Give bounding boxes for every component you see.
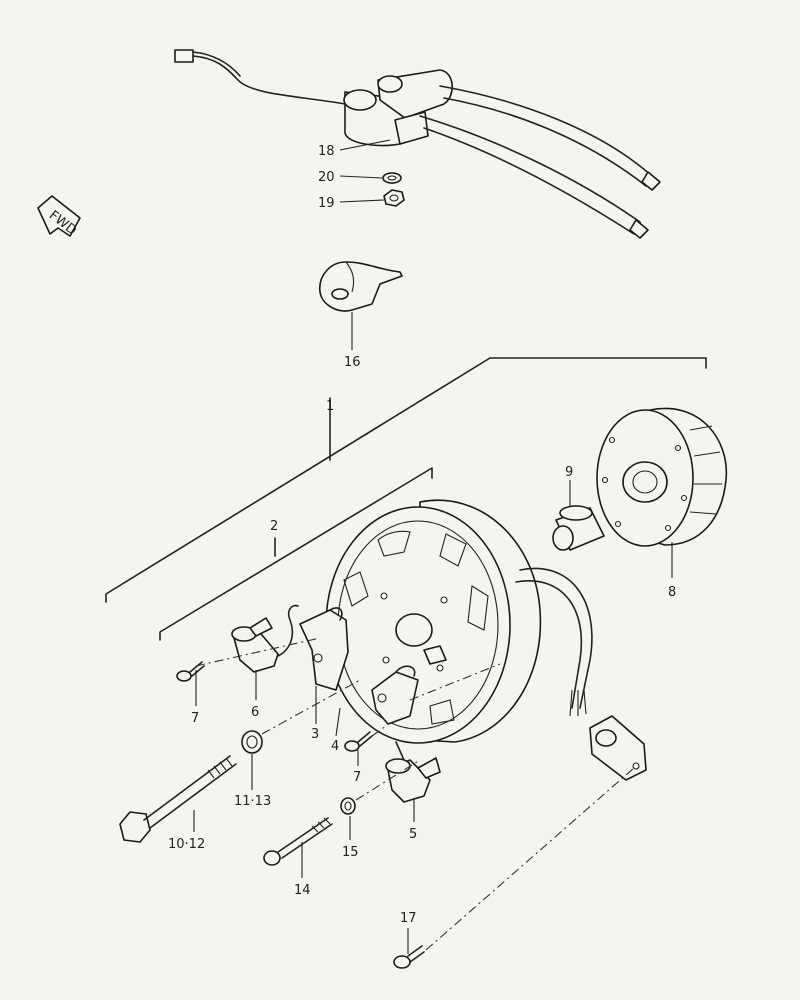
callout-2: 2 bbox=[270, 519, 278, 534]
callout-6: 6 bbox=[251, 705, 259, 720]
callout-7-right: 7 bbox=[353, 770, 361, 785]
screw-17 bbox=[393, 945, 425, 969]
rotor-8 bbox=[596, 407, 728, 547]
screw-14 bbox=[263, 817, 333, 866]
screw-7-left bbox=[176, 661, 205, 682]
condenser-5 bbox=[385, 741, 441, 803]
screw-7-right bbox=[344, 731, 373, 752]
bush-9 bbox=[552, 505, 605, 551]
leader-lines bbox=[193, 139, 673, 954]
callout-19: 19 bbox=[318, 196, 335, 211]
callout-7-left: 7 bbox=[191, 711, 199, 726]
fwd-arrow-icon: FWD bbox=[37, 195, 81, 238]
stator-plate bbox=[325, 499, 593, 744]
callout-20: 20 bbox=[318, 170, 335, 185]
clamp-16 bbox=[319, 261, 403, 312]
grommet bbox=[589, 715, 647, 781]
callout-5: 5 bbox=[409, 827, 417, 842]
contact-breaker-3 bbox=[299, 607, 349, 691]
contact-breaker-4 bbox=[371, 665, 419, 725]
nut-19 bbox=[383, 189, 405, 207]
callout-8: 8 bbox=[668, 585, 676, 600]
bolt-10-12 bbox=[119, 755, 237, 843]
callout-10-12: 10·12 bbox=[168, 837, 205, 852]
washer-15 bbox=[340, 797, 356, 815]
washer-11-13 bbox=[241, 730, 263, 754]
assembly-bracket-1 bbox=[105, 357, 707, 603]
callout-1: 1 bbox=[326, 399, 334, 414]
callout-17: 17 bbox=[400, 911, 417, 926]
washer-20 bbox=[382, 172, 402, 184]
callout-15: 15 bbox=[342, 845, 359, 860]
assembly-bracket-2 bbox=[159, 467, 433, 641]
callout-18: 18 bbox=[318, 144, 335, 159]
callout-11-13: 11·13 bbox=[234, 794, 271, 809]
callout-3: 3 bbox=[311, 727, 319, 742]
condenser-6 bbox=[231, 604, 299, 673]
alignment-lines bbox=[195, 637, 635, 951]
ignition-coil bbox=[174, 49, 661, 239]
callout-14: 14 bbox=[294, 883, 311, 898]
callout-16: 16 bbox=[344, 355, 361, 370]
callout-labels: 18 20 19 16 1 9 2 8 7 6 3 4 7 11·13 5 10… bbox=[168, 144, 676, 926]
callout-9: 9 bbox=[565, 465, 573, 480]
callout-4: 4 bbox=[331, 739, 339, 754]
